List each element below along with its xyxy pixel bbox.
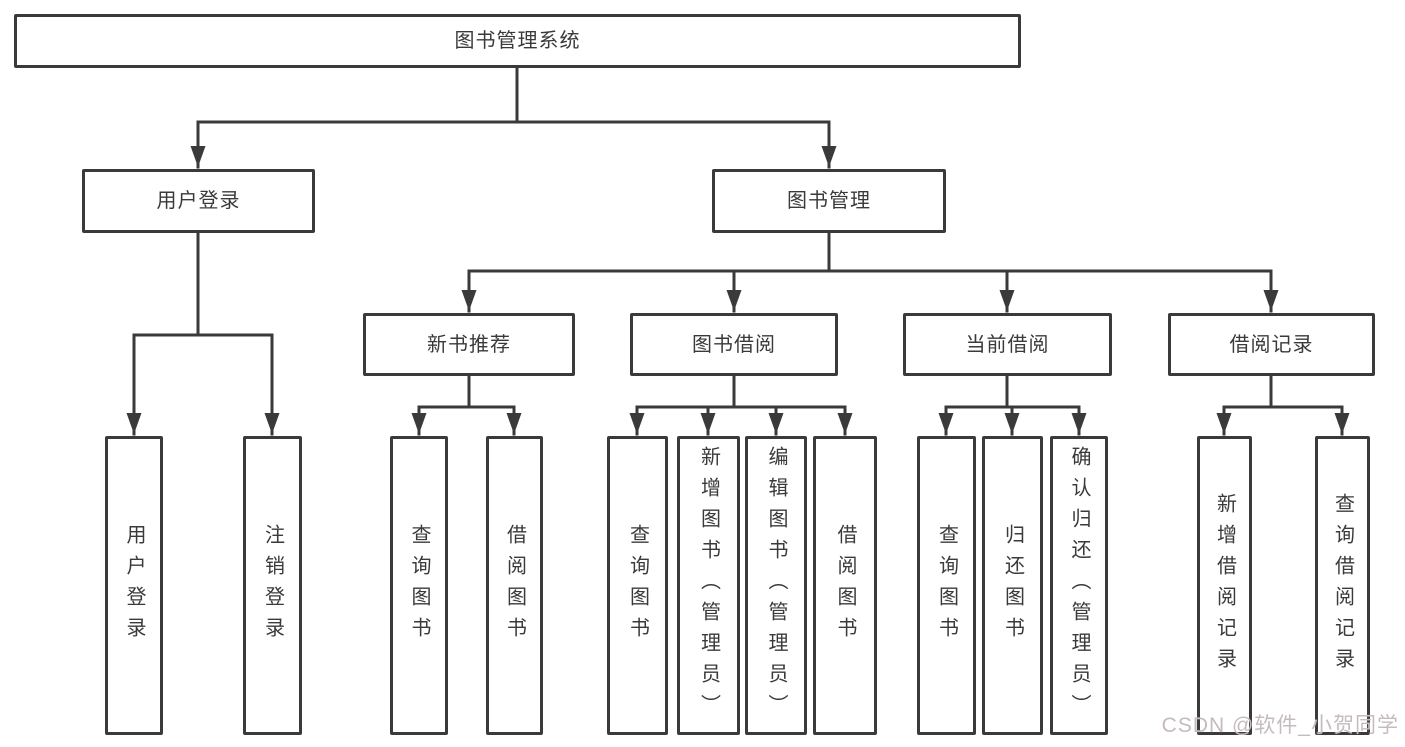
node-leaf-user-login-label: 用户登录: [123, 523, 145, 648]
node-user-login-label: 用户登录: [156, 190, 241, 212]
node-current-borrowing-label: 当前借阅: [965, 333, 1050, 356]
node-user-login: 用户登录: [82, 169, 315, 233]
node-leaf-edit-books-admin-label: 编辑图书（管理员）: [765, 446, 787, 725]
node-leaf-borrow-books-1: 借阅图书: [486, 436, 543, 735]
csdn-watermark: CSDN @软件_小贺同学: [1161, 714, 1399, 737]
node-current-borrowing: 当前借阅: [903, 313, 1112, 376]
node-leaf-confirm-return-admin: 确认归还（管理员）: [1050, 436, 1108, 735]
node-leaf-return-books: 归还图书: [982, 436, 1043, 735]
node-leaf-add-books-admin: 新增图书（管理员）: [677, 436, 740, 735]
node-leaf-query-borrow-record: 查询借阅记录: [1315, 436, 1370, 735]
node-leaf-borrow-books-1-label: 借阅图书: [503, 523, 526, 648]
node-leaf-query-books-3: 查询图书: [917, 436, 976, 735]
node-borrow-records-label: 借阅记录: [1229, 333, 1314, 356]
node-leaf-query-books-1-label: 查询图书: [408, 523, 430, 648]
node-new-book-recommend: 新书推荐: [363, 313, 575, 376]
node-system-root: 图书管理系统: [14, 14, 1021, 68]
node-leaf-query-books-2: 查询图书: [607, 436, 668, 735]
node-new-book-recommend-label: 新书推荐: [427, 333, 511, 356]
node-leaf-add-borrow-record: 新增借阅记录: [1197, 436, 1252, 735]
node-leaf-user-login: 用户登录: [105, 436, 163, 735]
node-leaf-query-borrow-record-label: 查询借阅记录: [1331, 492, 1354, 679]
node-book-management: 图书管理: [712, 169, 946, 233]
node-borrow-records: 借阅记录: [1168, 313, 1375, 376]
node-book-management-label: 图书管理: [787, 190, 871, 212]
node-leaf-query-books-2-label: 查询图书: [626, 523, 649, 648]
node-leaf-return-books-label: 归还图书: [1001, 523, 1024, 648]
node-leaf-logout: 注销登录: [243, 436, 302, 735]
node-leaf-confirm-return-admin-label: 确认归还（管理员）: [1068, 446, 1090, 725]
node-leaf-query-books-1: 查询图书: [390, 436, 448, 735]
node-leaf-logout-label: 注销登录: [261, 523, 284, 648]
node-leaf-borrow-books-2: 借阅图书: [813, 436, 877, 735]
node-leaf-add-borrow-record-label: 新增借阅记录: [1213, 492, 1236, 679]
node-leaf-query-books-3-label: 查询图书: [935, 523, 958, 648]
node-book-borrowing: 图书借阅: [630, 313, 838, 376]
node-leaf-edit-books-admin: 编辑图书（管理员）: [745, 436, 807, 735]
node-leaf-add-books-admin-label: 新增图书（管理员）: [697, 446, 720, 725]
node-leaf-borrow-books-2-label: 借阅图书: [834, 523, 856, 648]
node-book-borrowing-label: 图书借阅: [692, 333, 776, 356]
node-system-root-label: 图书管理系统: [454, 30, 581, 52]
